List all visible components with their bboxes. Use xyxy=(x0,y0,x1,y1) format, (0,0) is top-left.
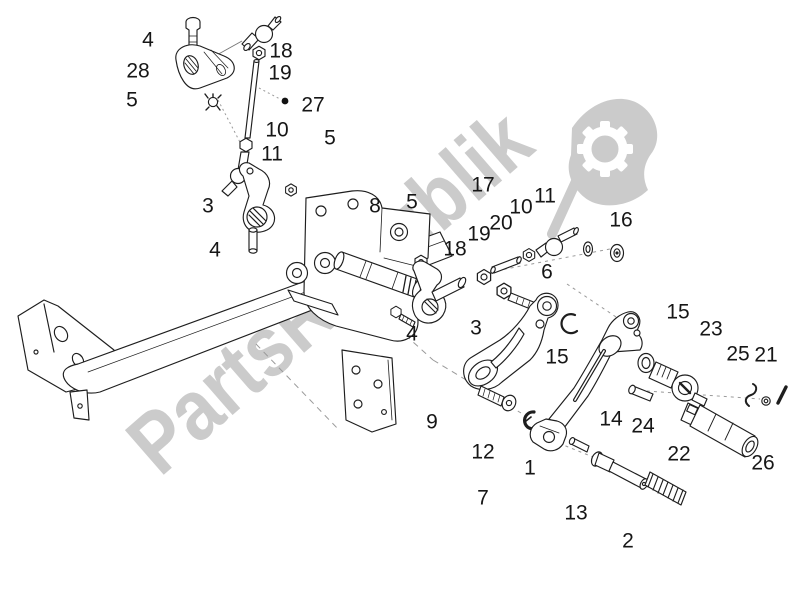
part-ball-joint-18-top xyxy=(241,15,282,61)
part-bolt-4-center xyxy=(390,305,416,328)
part-hook-spring-25 xyxy=(744,383,758,407)
part-joint-23 xyxy=(648,361,708,407)
flag-gear-icon xyxy=(547,98,658,239)
flag-shape xyxy=(568,98,658,206)
part-pedal-lever-14 xyxy=(548,311,643,429)
part-spring-2 xyxy=(644,471,687,506)
part-clamp-lever-28 xyxy=(175,44,235,90)
part-pin-slash xyxy=(776,385,788,405)
gear-icon xyxy=(577,121,633,177)
leader-dot-27 xyxy=(281,97,289,105)
part-lever-arm-3 xyxy=(238,162,297,254)
part-cylinder-26 xyxy=(689,404,759,458)
part-gear-lever-3 xyxy=(463,292,559,391)
part-ring-21 xyxy=(761,396,771,406)
part-pin-small xyxy=(568,437,590,453)
part-circlip-15 xyxy=(560,313,579,335)
part-linkage-lever xyxy=(411,254,467,324)
part-clevis-1 xyxy=(529,418,568,452)
part-clip-5 xyxy=(204,93,222,111)
part-o-ring-15 xyxy=(637,352,655,374)
part-bolt-9 xyxy=(477,385,517,412)
part-linkage-chain xyxy=(476,227,625,286)
part-shift-shaft-8 xyxy=(333,251,423,298)
part-selector-shaft-13 xyxy=(590,451,649,490)
part-pin-24 xyxy=(628,384,654,402)
